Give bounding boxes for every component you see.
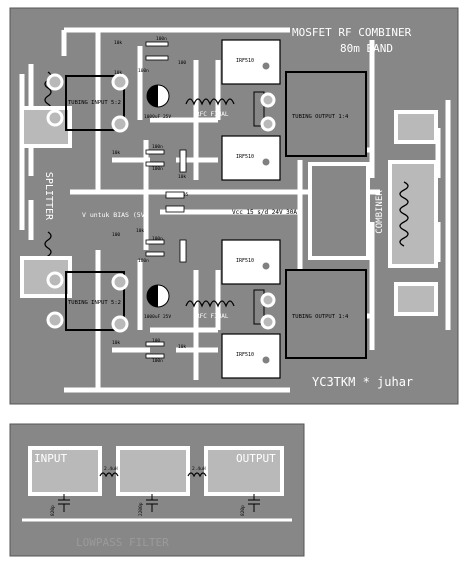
component-label: 10k	[136, 228, 144, 234]
lower-fet-top: IRF510	[221, 239, 281, 285]
combiner-label: COMBINER	[375, 190, 385, 234]
component-label: 100n	[152, 144, 163, 150]
upper-rfc-label: RFC FINAL	[196, 111, 229, 118]
lower-fet-bottom: IRF510	[221, 333, 281, 379]
filter-cap-label-1: 820p	[50, 505, 56, 516]
svg-text:IRF510: IRF510	[236, 258, 254, 264]
upper-amplifier: TUBING INPUT 5:2 1000uF 25V RFC FINAL IR…	[46, 39, 367, 181]
upper-output-transformer	[285, 71, 367, 157]
svg-text:IRF510: IRF510	[236, 352, 254, 358]
upper-input-transformer	[65, 75, 125, 131]
bias-label: V untuk BIAS (5V)	[82, 211, 149, 219]
upper-cap-label: 1000uF 25V	[144, 114, 171, 120]
filter-cap-label-3: 820p	[240, 505, 246, 516]
component-label: 100n	[152, 236, 163, 242]
board-credit: YC3TKM * juhar	[312, 375, 413, 389]
component-label: 10k	[112, 340, 120, 346]
component-label: 100n	[138, 68, 149, 74]
component-labels: 10k 100n 10k 100n 100 10k 100n 100n 10k 100 10k 100…	[112, 36, 189, 364]
board-title-line1: MOSFET RF COMBINER	[292, 26, 412, 39]
component-label: 10k	[114, 40, 122, 46]
lowpass-filter-board: 820p 2200p 820p 2.4uH 2.4uH INPUT OUTPUT…	[9, 423, 305, 557]
board-title-line2: 80m BAND	[340, 42, 393, 55]
filter-coil-label-2: 2.4uH	[192, 466, 206, 472]
lower-input-label: TUBING INPUT 5:2	[68, 300, 121, 306]
lower-rfc-coil	[185, 300, 235, 308]
component-label: 100n	[152, 358, 163, 364]
filter-input-label: INPUT	[34, 452, 67, 465]
component-label: 10k	[178, 344, 186, 350]
upper-fet-top: IRF510	[221, 39, 281, 85]
component-label: 10k	[112, 150, 120, 156]
svg-text:IRF510: IRF510	[236, 154, 254, 160]
component-label: 100n	[152, 166, 163, 172]
component-label: 100	[152, 338, 160, 344]
upper-output-label: TUBING OUTPUT 1:4	[292, 114, 349, 120]
component-label: 100n	[138, 258, 149, 264]
lower-rfc-label: RFC FINAL	[196, 313, 229, 320]
component-label: 100	[112, 232, 120, 238]
lower-input-transformer	[65, 271, 125, 331]
upper-fet-bottom: IRF510	[221, 135, 281, 181]
filter-output-label: OUTPUT	[236, 452, 276, 465]
component-label: 10k	[178, 174, 186, 180]
main-board: SPLITTER V untuk BIAS (5V) TUBING INPUT …	[9, 7, 459, 412]
svg-text:IRF510: IRF510	[236, 58, 254, 64]
lower-output-label: TUBING OUTPUT 1:4	[292, 314, 349, 320]
lower-amplifier: TUBING INPUT 5:2 1000uF 25V RFC FINAL IR…	[46, 239, 367, 379]
filter-coil-label-1: 2.4uH	[104, 466, 118, 472]
component-label: 100n	[156, 36, 167, 42]
lower-cap-label: 1000uF 25V	[144, 314, 171, 320]
supply-label: Vcc 15 s/d 24V 30A	[232, 209, 297, 216]
combiner-coil	[399, 181, 409, 247]
filter-cap-label-2: 2200p	[138, 502, 144, 516]
filter-title: LOWPASS FILTER	[76, 536, 169, 549]
filter-coil-1	[99, 472, 119, 478]
component-label: 100	[178, 60, 186, 66]
component-label: 10k	[114, 70, 122, 76]
filter-coil-2	[187, 472, 207, 478]
upper-rfc-coil	[185, 98, 235, 106]
upper-input-label: TUBING INPUT 5:2	[68, 100, 121, 106]
lower-output-transformer	[285, 269, 367, 359]
splitter-label: SPLITTER	[43, 172, 54, 221]
